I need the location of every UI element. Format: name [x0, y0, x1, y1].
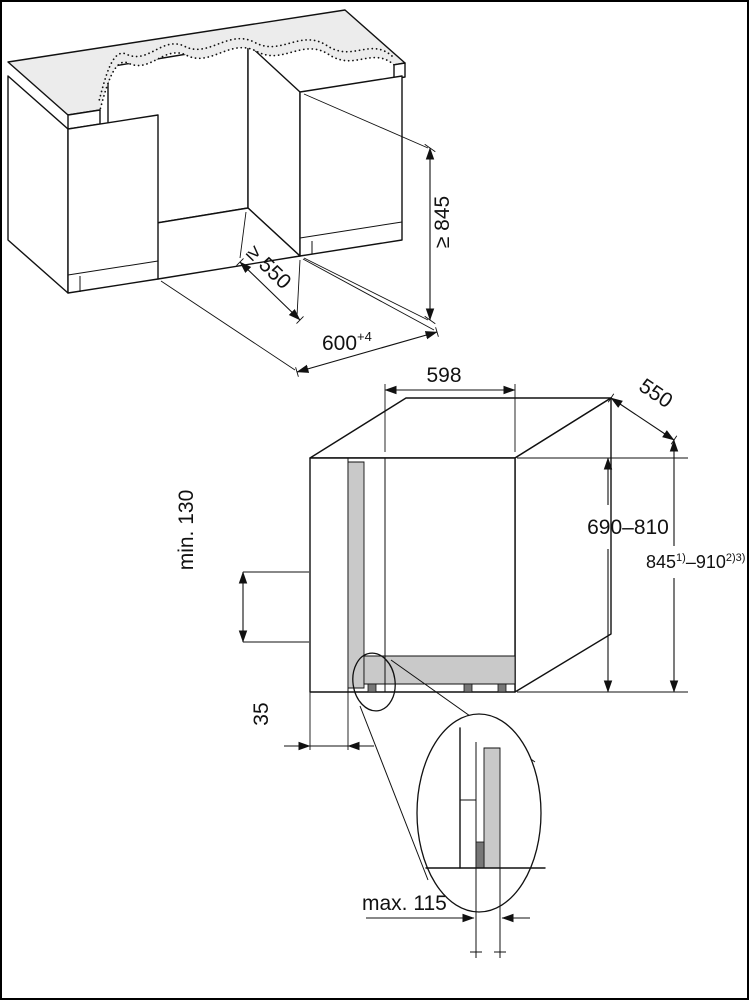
dim-appliance-depth-label: 550 [635, 374, 677, 413]
detail-plinth-panel [483, 747, 501, 869]
dim-side-clearance: min. 130 [175, 490, 309, 643]
right-extension-lines [517, 457, 688, 693]
detail-foot [475, 841, 485, 869]
dim-total-height-label: 8451)–9102)3) [646, 552, 745, 572]
dim-side-clearance-label: min. 130 [175, 490, 198, 571]
dim-total-height: 8451)–9102)3) [646, 439, 745, 693]
appliance-isometric-view: 598 550 690–810 8451)–9102)3) [175, 364, 745, 958]
dim-plinth-max: max. 115 [362, 892, 530, 923]
countertop-break-edge [99, 46, 395, 111]
dim-front-offset-label: 35 [250, 702, 273, 725]
appliance-foot-left [367, 683, 377, 693]
dim-niche-width-label: 600+4 [322, 329, 372, 355]
dim-appliance-depth: 550 [607, 374, 678, 445]
countertop-break-stipple [98, 37, 393, 102]
left-cabinet-front [67, 114, 159, 294]
dim-appliance-width: 598 [384, 364, 516, 452]
dim-plinth-max-label: max. 115 [362, 892, 447, 915]
countertop-surface [8, 10, 405, 115]
detail-source-ellipse [352, 652, 396, 712]
dim-build-in-height-label: 690–810 [587, 516, 669, 539]
detail-zoom-ellipse [416, 713, 542, 913]
plinth-detail-callout [352, 652, 546, 958]
left-cabinet-side [7, 75, 69, 294]
right-cabinet-front [299, 75, 403, 257]
dim-appliance-width-label: 598 [426, 364, 461, 387]
furniture-panel-section [347, 461, 365, 689]
appliance-foot-right [497, 683, 507, 693]
dim-build-in-height: 690–810 [587, 457, 669, 693]
niche-isometric-view: ≥ 845 ≥ 550 600+4 [7, 9, 454, 377]
left-cabinet-plinth [67, 260, 159, 292]
appliance-foot-middle [463, 683, 473, 693]
dim-niche-width: 600+4 [160, 258, 439, 377]
dim-front-offset: 35 [250, 692, 374, 751]
appliance-base-band [363, 655, 516, 685]
countertop-front-edge-right [393, 62, 406, 80]
right-cabinet-plinth [299, 221, 403, 254]
dim-niche-height-label: ≥ 845 [431, 196, 454, 248]
dim-niche-height: ≥ 845 [303, 93, 454, 325]
